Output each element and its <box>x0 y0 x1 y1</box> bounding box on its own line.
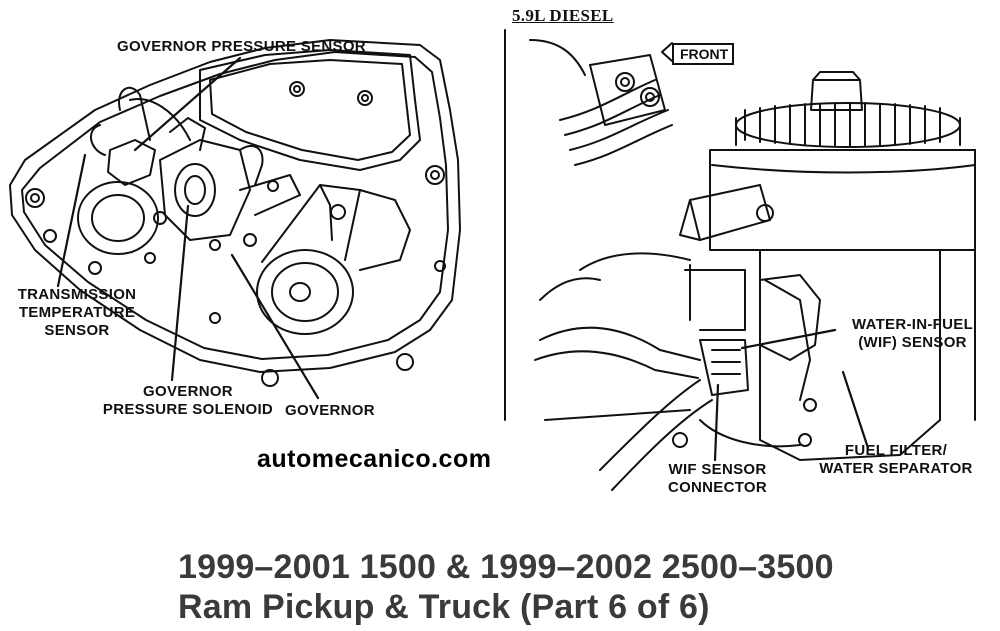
label-governor-pressure-sensor: GOVERNOR PRESSURE SENSOR <box>117 38 366 55</box>
fuel-filter-illustration <box>504 29 976 491</box>
label-line: TRANSMISSION <box>17 286 137 303</box>
diagram-title-diesel: 5.9L DIESEL <box>512 6 614 25</box>
label-line: GOVERNOR <box>143 383 233 400</box>
label-line: TEMPERATURE <box>18 304 136 321</box>
caption-line-2: Ram Pickup & Truck (Part 6 of 6) <box>178 588 710 626</box>
label-line: CONNECTOR <box>667 479 768 496</box>
label-line: PRESSURE SOLENOID <box>102 401 274 418</box>
label-water-in-fuel-sensor: WATER-IN-FUEL (WIF) SENSOR <box>830 316 995 352</box>
label-transmission-temperature-sensor: TRANSMISSION TEMPERATURE SENSOR <box>2 286 152 340</box>
label-line: WATER-IN-FUEL <box>851 316 974 333</box>
label-wif-sensor-connector: WIF SENSOR CONNECTOR <box>650 461 785 497</box>
right-leader-lines <box>713 328 870 462</box>
label-line: WATER SEPARATOR <box>819 460 973 477</box>
left-leader-lines <box>56 56 320 400</box>
label-governor: GOVERNOR <box>285 402 375 419</box>
label-fuel-filter-water-separator: FUEL FILTER/ WATER SEPARATOR <box>805 442 987 478</box>
watermark-text: automecanico.com <box>257 445 492 473</box>
front-indicator: FRONT <box>672 43 735 65</box>
label-line: (WIF) SENSOR <box>858 334 967 351</box>
label-governor-pressure-solenoid: GOVERNOR PRESSURE SOLENOID <box>98 383 278 419</box>
transmission-illustration <box>9 39 461 387</box>
label-line: WIF SENSOR <box>668 461 767 478</box>
label-line: FUEL FILTER/ <box>844 442 948 459</box>
front-arrow-icon <box>661 42 673 62</box>
caption-line-1: 1999–2001 1500 & 1999–2002 2500–3500 <box>178 548 834 586</box>
label-line: SENSOR <box>44 322 110 339</box>
